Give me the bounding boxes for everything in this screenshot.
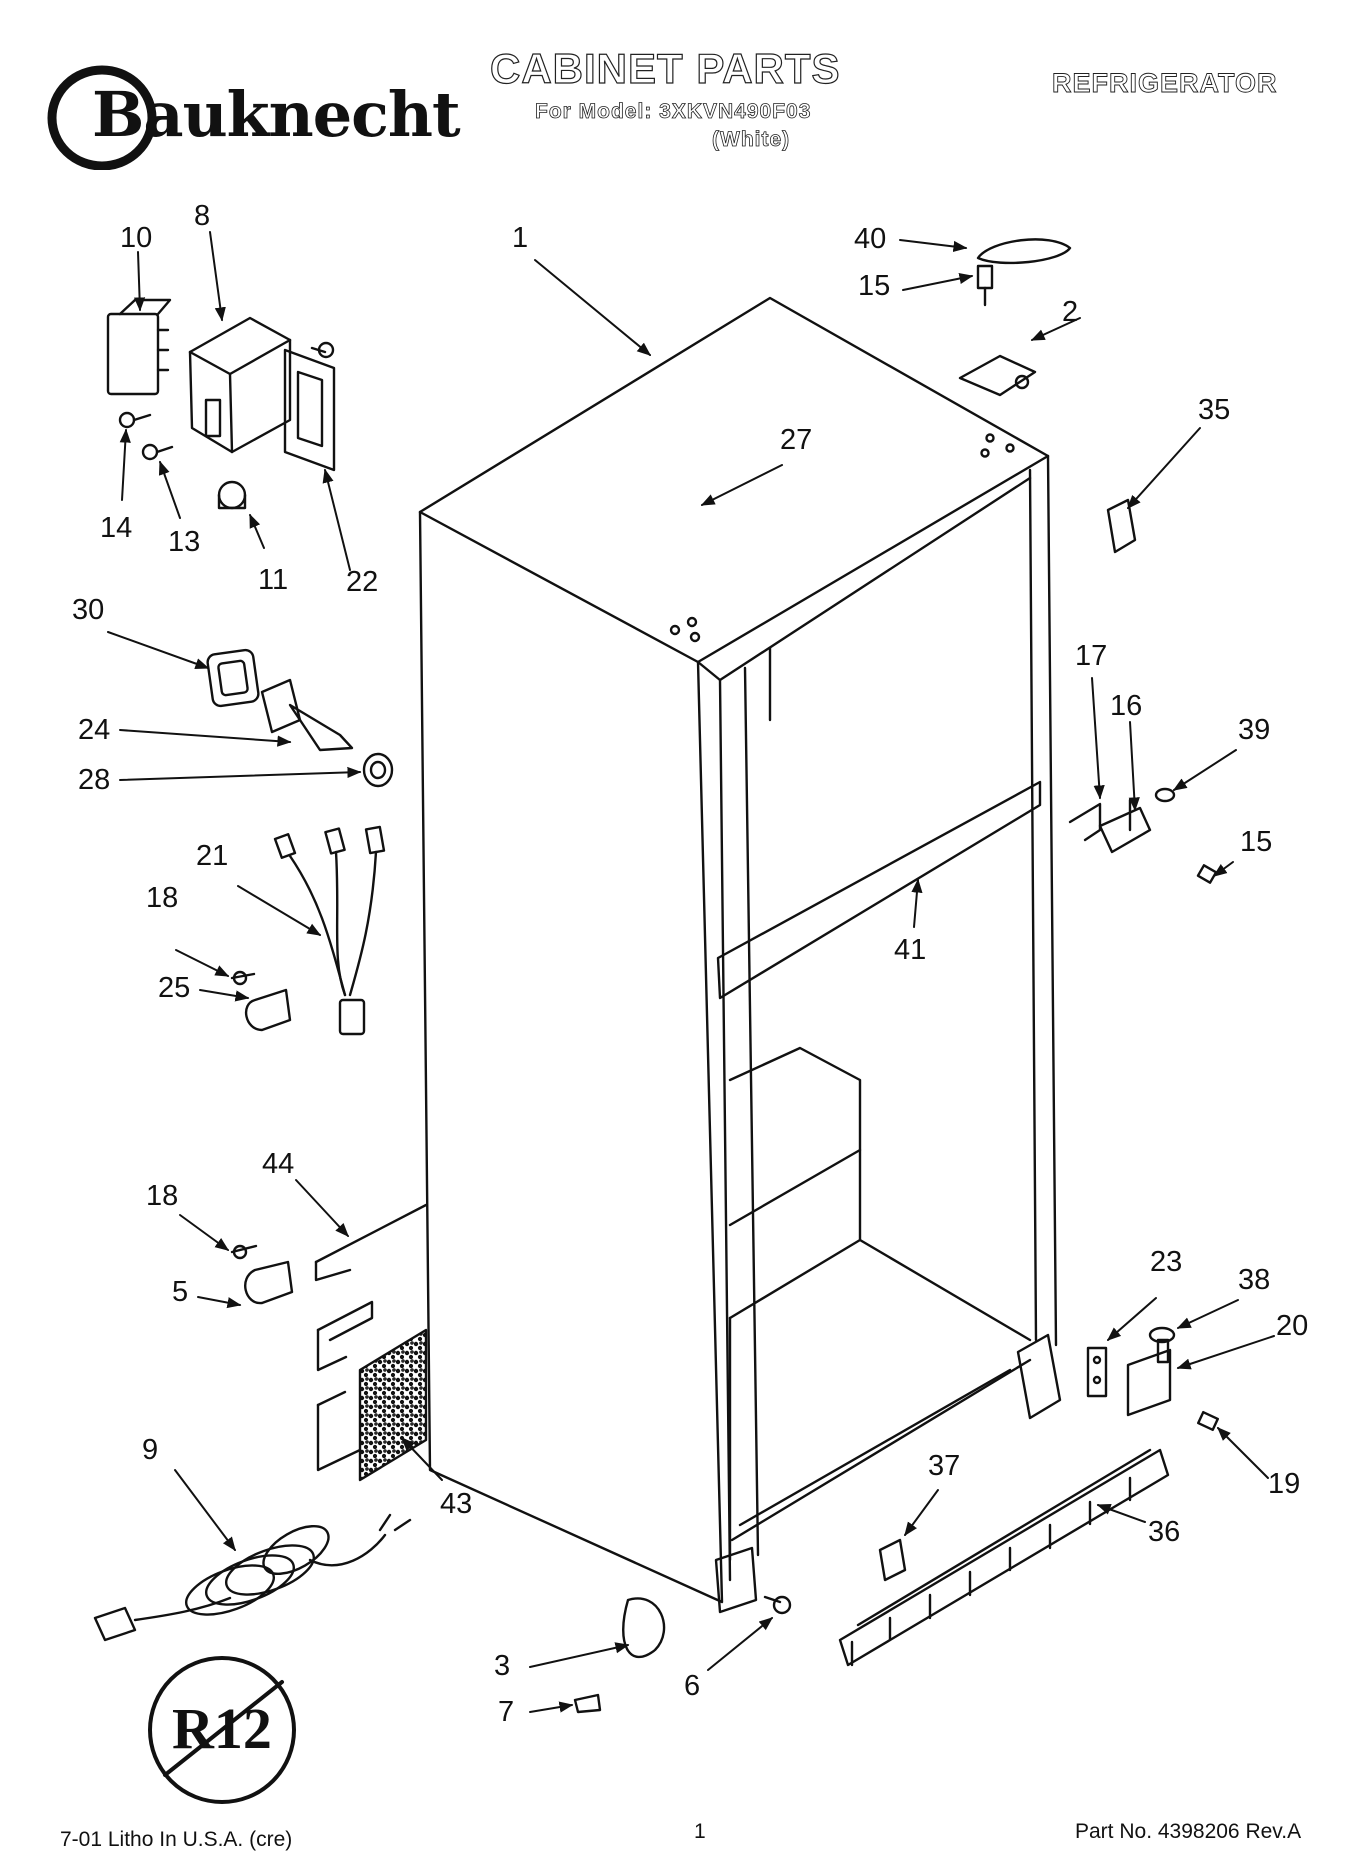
litho-notice: 7-01 Litho In U.S.A. (cre) [60,1828,293,1851]
callout-10: 10 [120,222,153,254]
callout-15-middle: 15 [1240,826,1273,858]
clamp-upper [230,970,292,1032]
page-number: 1 [694,1820,706,1843]
rear-panels [314,1203,428,1482]
callout-23: 23 [1150,1246,1183,1278]
callout-24: 24 [78,714,111,746]
model-number: For Model: 3XKVN490F03 [535,100,812,124]
callout-6: 6 [684,1670,701,1702]
callout-13: 13 [168,526,201,558]
callout-38: 38 [1238,1264,1271,1296]
callout-18-upper: 18 [146,882,179,914]
cabinet-body [418,296,1062,1614]
page-title: CABINET PARTS [489,44,841,92]
callout-40: 40 [854,223,887,255]
bottom-hinge [1086,1326,1219,1432]
callout-22: 22 [346,566,379,598]
drain-parts [206,648,394,788]
leader-lines [107,231,1275,1713]
no-r12-icon: R12 [148,1656,296,1804]
callout-15-top: 15 [858,270,891,302]
callout-2: 2 [1062,296,1079,328]
callout-11: 11 [258,564,289,596]
relay-assembly [106,298,336,510]
callout-44: 44 [262,1148,295,1180]
model-color: (White) [712,128,791,152]
callout-43: 43 [440,1488,473,1520]
callout-41: 41 [894,934,927,966]
callout-5: 5 [172,1276,189,1308]
callout-21: 21 [196,840,229,872]
callout-28: 28 [78,764,111,796]
callout-14: 14 [100,512,133,544]
callout-17: 17 [1075,640,1108,672]
callout-1: 1 [512,222,529,254]
callout-39: 39 [1238,714,1271,746]
callout-25: 25 [158,972,191,1004]
part-number: Part No. 4398206 Rev.A [1075,1820,1302,1843]
callout-19: 19 [1268,1468,1301,1500]
callout-8: 8 [194,200,211,232]
appliance-category: REFRIGERATOR [1052,68,1278,99]
callout-9: 9 [142,1434,159,1466]
callout-36: 36 [1148,1516,1181,1548]
brand-name: Bauknecht [92,78,461,151]
callout-27: 27 [780,424,813,456]
clamp-lower [230,1244,294,1305]
r12-text: R12 [172,1696,272,1761]
callout-30: 30 [72,594,105,626]
wire-harness [273,825,386,1036]
callout-18-lower: 18 [146,1180,179,1212]
top-hinge [958,238,1137,554]
callout-37: 37 [928,1450,961,1482]
toe-grille [838,1448,1170,1667]
leveling-parts [573,1595,792,1714]
callout-20: 20 [1276,1310,1309,1342]
callout-35: 35 [1198,394,1231,426]
power-cord [93,1513,412,1642]
callout-7: 7 [498,1696,515,1728]
middle-hinge [1068,787,1218,884]
bauknecht-logo [47,65,157,170]
callout-16: 16 [1110,690,1143,722]
callout-3: 3 [494,1650,511,1682]
